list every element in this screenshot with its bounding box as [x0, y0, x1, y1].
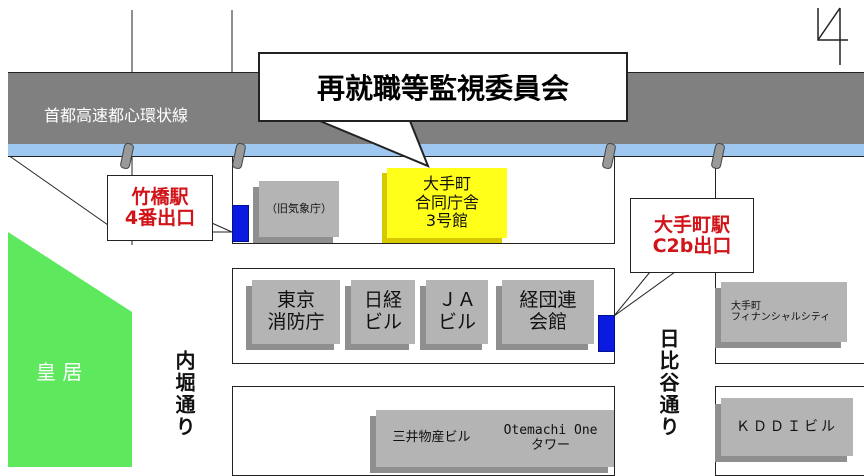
building-label: ビル — [363, 311, 402, 333]
entrance-takebashi — [232, 205, 249, 242]
building-old-jma: （旧気象庁） — [259, 181, 339, 237]
exit-label: C2b出口 — [652, 234, 732, 257]
entrance-otemachi — [598, 315, 615, 352]
road-uchibori: 内堀通り — [172, 350, 196, 438]
building-label: 大手町 — [422, 174, 471, 194]
road-hibiya: 日比谷通り — [656, 328, 680, 438]
building-label: 会館 — [528, 311, 567, 333]
building-label: ＪＡ — [437, 289, 476, 312]
building-label: 合同庁舎 — [414, 192, 479, 212]
building-label: 三井物産ビル — [392, 430, 471, 446]
building-label: 日経 — [363, 289, 402, 312]
building-label: タワー — [531, 437, 571, 453]
page-title: 再就職等監視委員会 — [316, 72, 569, 105]
building-label: 経団連 — [519, 289, 577, 312]
building-label: （旧気象庁） — [266, 201, 332, 215]
building-label: 大手町 — [731, 300, 761, 312]
imperial-palace-area — [8, 232, 132, 467]
exit-label: 大手町駅 — [653, 213, 730, 236]
building-label: 東京 — [276, 289, 315, 312]
title-callout: 再就職等監視委員会 — [258, 52, 628, 122]
building-label: ＫＤＤＩビル — [736, 418, 838, 435]
building-keidanren: 経団連会館 — [502, 280, 594, 344]
building-nikkei: 日経ビル — [351, 280, 415, 344]
building-label: Otemachi One — [503, 422, 598, 438]
expressway-label: 首都高速都心環状線 — [44, 106, 189, 125]
exit-label: 4番出口 — [124, 207, 196, 229]
exit-label: 竹橋駅 — [131, 186, 189, 209]
building-label: ビル — [437, 311, 476, 333]
building-tokyo-fire: 東京消防庁 — [252, 280, 340, 344]
building-label: 消防庁 — [267, 311, 325, 333]
building-label: フィナンシャルシティ — [731, 312, 831, 323]
palace-label: 皇 居 — [36, 360, 83, 384]
building-financial-city: 大手町フィナンシャルシティ — [721, 282, 847, 342]
building-label: 3号館 — [425, 211, 469, 231]
building-kddi: ＫＤＤＩビル — [721, 398, 853, 456]
